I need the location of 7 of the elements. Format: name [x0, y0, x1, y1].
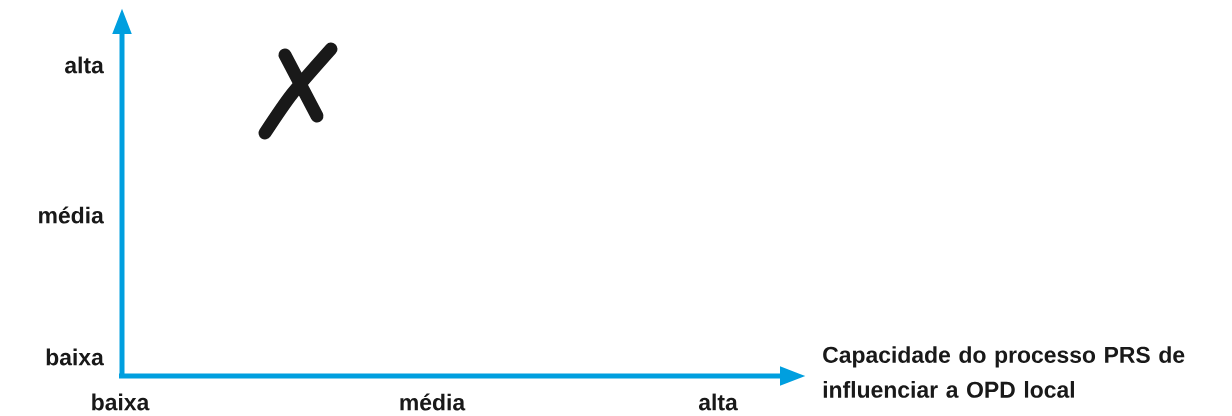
axis-tick-label: baixa [92, 393, 150, 411]
axis-tick-label: alta [65, 56, 104, 74]
axis-title: Capacidade do processo PRS de influenciar a OPD local [823, 346, 1185, 398]
axis-tick-label: média [400, 393, 466, 411]
axis-tick-label: média [39, 206, 104, 224]
axis-tick-label: baixa [46, 348, 104, 366]
axis-tick-label: alta [698, 393, 738, 411]
